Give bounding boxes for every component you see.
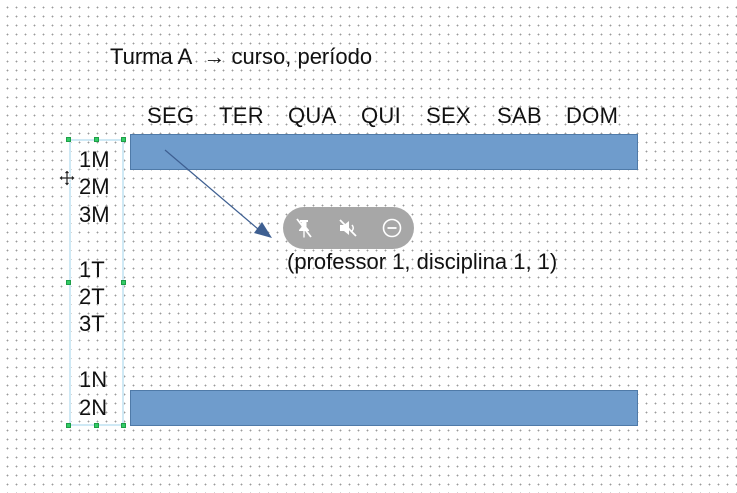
floating-toolbar [283, 207, 414, 249]
slot-label-2m: 2M [79, 174, 110, 199]
resize-handle-top-center[interactable] [94, 137, 99, 142]
day-header-dom: DOM [566, 103, 619, 128]
slot-label-2t: 2T [79, 284, 105, 309]
resize-handle-top-left[interactable] [66, 137, 71, 142]
resize-handle-middle-right[interactable] [121, 280, 126, 285]
slot-label-2n: 2N [79, 395, 108, 420]
move-cursor-icon [58, 169, 76, 187]
day-header-qui: QUI [361, 103, 402, 128]
mute-icon[interactable] [336, 216, 360, 240]
slot-label-3m: 3M [79, 202, 110, 227]
day-header-sex: SEX [426, 103, 471, 128]
day-header-qua: QUA [288, 103, 337, 128]
resize-handle-bottom-right[interactable] [121, 423, 126, 428]
remove-icon[interactable] [380, 216, 404, 240]
day-header-ter: TER [219, 103, 264, 128]
slot-label-1m: 1M [79, 147, 110, 172]
resize-handle-middle-left[interactable] [66, 280, 71, 285]
day-header-sab: SAB [497, 103, 542, 128]
pin-off-icon[interactable] [292, 216, 316, 240]
diagram-title: Turma A → curso, período [110, 44, 373, 69]
resize-handle-bottom-left[interactable] [66, 423, 71, 428]
resize-handle-bottom-center[interactable] [94, 423, 99, 428]
schedule-bar-bottom[interactable] [130, 390, 638, 426]
schedule-bar-top[interactable] [130, 134, 638, 170]
slot-label-1n: 1N [79, 367, 108, 392]
day-header-seg: SEG [147, 103, 195, 128]
slot-label-1t: 1T [79, 257, 105, 282]
annotation-text: (professor 1, disciplina 1, 1) [287, 249, 558, 274]
slot-label-3t: 3T [79, 311, 105, 336]
resize-handle-top-right[interactable] [121, 137, 126, 142]
